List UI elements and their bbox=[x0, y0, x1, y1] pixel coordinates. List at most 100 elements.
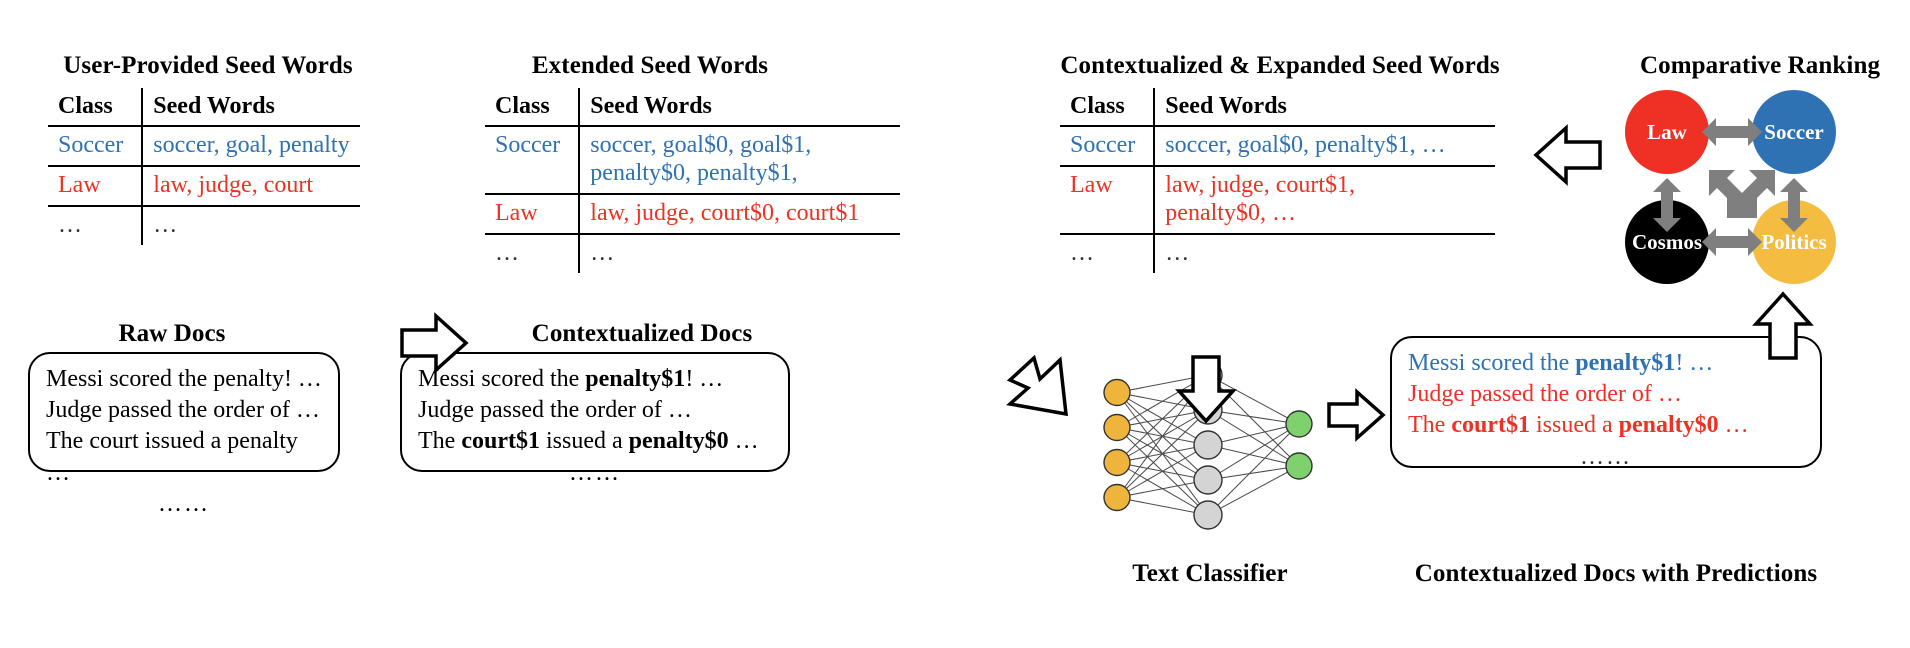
seed-words-cell-law: law, judge, court$1, penalty$0, … bbox=[1154, 166, 1496, 236]
class-cell-soccer: Soccer bbox=[1060, 126, 1156, 168]
contextualized-seed-title: Contextualized & Expanded Seed Words bbox=[1060, 52, 1500, 79]
raw-docs-title: Raw Docs bbox=[118, 320, 226, 347]
raw-doc-line: Judge passed the order of … bbox=[46, 397, 320, 424]
nn-node-input-4 bbox=[1103, 483, 1131, 512]
table-header-row: Class Seed Words bbox=[485, 88, 901, 128]
text-part-bold: penalty$0 bbox=[1618, 412, 1719, 439]
class-cell-law: Law bbox=[1060, 166, 1156, 236]
class-cell-law: Law bbox=[485, 194, 581, 236]
raw-docs-box: Messi scored the penalty! … Judge passed… bbox=[28, 352, 340, 517]
seed-words-cell-soccer: soccer, goal$0, penalty$1, … bbox=[1154, 126, 1496, 168]
ranking-node-politics[interactable]: Politics bbox=[1752, 200, 1836, 284]
text-part: Judge passed the order of … bbox=[418, 397, 692, 424]
nn-node-hidden-5 bbox=[1193, 500, 1223, 530]
contextualized-doc-line: Judge passed the order of … bbox=[418, 395, 772, 426]
class-cell-more: … bbox=[1060, 234, 1156, 274]
table-row: Law law, judge, court bbox=[48, 166, 360, 208]
double-arrow-vertical-left-icon bbox=[1653, 178, 1681, 232]
ranking-node-label: Law bbox=[1647, 119, 1687, 144]
nn-node-output-1 bbox=[1285, 410, 1313, 438]
double-arrow-vertical-right-icon bbox=[1780, 178, 1808, 232]
nn-node-hidden-4 bbox=[1193, 465, 1223, 495]
text-part: issued a bbox=[1529, 412, 1619, 439]
class-cell-law: Law bbox=[48, 166, 144, 208]
column-header-seed-words: Seed Words bbox=[142, 88, 360, 128]
text-classifier-title: Text Classifier bbox=[1132, 560, 1288, 587]
ranking-node-label: Cosmos bbox=[1631, 229, 1702, 254]
prediction-doc-line: The court$1 issued a penalty$0 … bbox=[1408, 410, 1804, 441]
predictions-ellipsis: …… bbox=[1580, 443, 1632, 470]
flow-arrow-left-icon bbox=[1533, 124, 1602, 186]
text-part: Messi scored the bbox=[1408, 350, 1576, 376]
nn-node-input-1 bbox=[1103, 378, 1131, 407]
ranking-node-law[interactable]: Law bbox=[1625, 90, 1709, 174]
column-header-seed-words: Seed Words bbox=[579, 88, 901, 128]
ranking-node-label: Politics bbox=[1761, 229, 1827, 254]
seed-words-cell-more: … bbox=[590, 240, 615, 267]
flow-arrow-right-2-icon bbox=[1327, 388, 1386, 442]
class-cell-more: … bbox=[48, 206, 144, 246]
seed-words-cell-law: law, judge, court bbox=[142, 166, 360, 208]
seed-words-cell-soccer: soccer, goal$0, goal$1, penalty$0, penal… bbox=[579, 126, 901, 196]
text-part-bold: penalty$1 bbox=[1575, 350, 1676, 376]
raw-doc-line: Messi scored the penalty! … bbox=[46, 366, 322, 392]
column-header-class: Class bbox=[1060, 88, 1156, 128]
table-row: Soccer soccer, goal$0, goal$1, penalty$0… bbox=[485, 126, 901, 196]
ranking-node-label: Soccer bbox=[1764, 119, 1824, 144]
text-part: issued a bbox=[539, 428, 629, 455]
double-arrow-horizontal-top-icon bbox=[1702, 118, 1762, 146]
column-header-class: Class bbox=[48, 88, 144, 128]
extended-seed-table: Class Seed Words Soccer soccer, goal$0, … bbox=[485, 88, 901, 274]
contextualized-doc-line: Messi scored the penalty$1! … bbox=[418, 364, 772, 395]
comparative-ranking-title: Comparative Ranking bbox=[1639, 52, 1881, 79]
table-row-ellipsis: … … bbox=[1060, 234, 1495, 274]
text-part: The bbox=[1408, 412, 1452, 439]
nn-node-input-3 bbox=[1103, 448, 1131, 477]
table-row: Soccer soccer, goal$0, penalty$1, … bbox=[1060, 126, 1496, 168]
docs-with-predictions-title: Contextualized Docs with Predictions bbox=[1414, 560, 1818, 587]
docs-with-predictions-box: Messi scored the penalty$1! … Judge pass… bbox=[1390, 336, 1822, 470]
flow-arrow-down-icon bbox=[1175, 355, 1237, 424]
table-row: Law law, judge, court$1, penalty$0, … bbox=[1060, 166, 1496, 236]
class-cell-soccer: Soccer bbox=[48, 126, 144, 168]
seed-words-cell-more: … bbox=[1165, 240, 1190, 267]
user-seed-title: User-Provided Seed Words bbox=[63, 52, 353, 79]
contextualized-docs-ellipsis: …… bbox=[569, 459, 621, 486]
table-row: Law law, judge, court$0, court$1 bbox=[485, 194, 901, 236]
table-header-row: Class Seed Words bbox=[48, 88, 360, 128]
nn-node-input-2 bbox=[1103, 413, 1131, 442]
text-part-bold: penalty$1 bbox=[585, 366, 686, 392]
table-row: Soccer soccer, goal, penalty bbox=[48, 126, 360, 168]
prediction-doc-line: Judge passed the order of … bbox=[1408, 379, 1804, 410]
nn-node-hidden-3 bbox=[1193, 430, 1223, 460]
text-part: Judge passed the order of … bbox=[1408, 381, 1682, 408]
double-arrow-diagonal-cross-icon bbox=[1709, 170, 1775, 218]
flow-arrow-up-icon bbox=[1752, 291, 1814, 360]
seed-words-cell-soccer: soccer, goal, penalty bbox=[142, 126, 360, 168]
table-row-ellipsis: … … bbox=[485, 234, 900, 274]
double-arrow-horizontal-bottom-icon bbox=[1702, 228, 1762, 256]
contextualized-docs-box: Messi scored the penalty$1! … Judge pass… bbox=[400, 352, 790, 486]
text-part: ! … bbox=[685, 366, 724, 392]
text-part: Messi scored the bbox=[418, 366, 586, 392]
class-cell-soccer: Soccer bbox=[485, 126, 581, 196]
flow-arrow-right-1-icon bbox=[400, 312, 469, 374]
contextualized-docs-title: Contextualized Docs bbox=[531, 320, 753, 347]
text-part-bold: penalty$0 bbox=[628, 428, 729, 455]
ranking-node-soccer[interactable]: Soccer bbox=[1752, 90, 1836, 174]
extended-seed-title: Extended Seed Words bbox=[531, 52, 769, 79]
seed-words-cell-more: … bbox=[153, 212, 178, 239]
text-part-bold: court$1 bbox=[1451, 412, 1530, 439]
text-part-bold: court$1 bbox=[461, 428, 540, 455]
column-header-class: Class bbox=[485, 88, 581, 128]
text-part: The bbox=[418, 428, 462, 455]
prediction-doc-line: Messi scored the penalty$1! … bbox=[1408, 348, 1804, 379]
user-seed-table: Class Seed Words Soccer soccer, goal, pe… bbox=[48, 88, 360, 246]
seed-words-cell-law: law, judge, court$0, court$1 bbox=[579, 194, 901, 236]
text-part: … bbox=[1718, 412, 1749, 439]
text-part: ! … bbox=[1675, 350, 1714, 376]
table-header-row: Class Seed Words bbox=[1060, 88, 1496, 128]
contextualized-seed-table: Class Seed Words Soccer soccer, goal$0, … bbox=[1060, 88, 1496, 274]
nn-node-output-2 bbox=[1285, 452, 1313, 480]
column-header-seed-words: Seed Words bbox=[1154, 88, 1496, 128]
